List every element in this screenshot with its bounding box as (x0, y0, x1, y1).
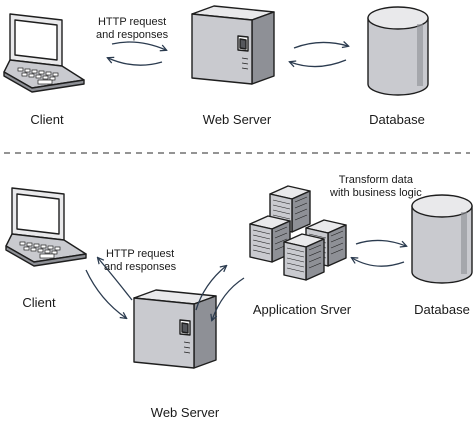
transform-note: Transform data with business logic (330, 174, 422, 199)
request-arrow-2 (85, 269, 126, 318)
database-icon (368, 7, 428, 95)
app-request-arrow (195, 266, 226, 311)
request-arrow (111, 41, 166, 50)
db-response-arrow (290, 59, 347, 67)
database-label: Database (369, 112, 425, 127)
app-db-response-arrow (352, 258, 405, 267)
web-server-label: Web Server (202, 112, 272, 127)
client-laptop-icon-2 (5, 187, 87, 267)
db-request-arrow (293, 42, 348, 49)
web-server-label-2: Web Server (150, 405, 220, 420)
web-server-icon-2 (133, 289, 217, 369)
app-response-arrow (212, 277, 245, 320)
client-label: Client (30, 112, 64, 127)
client-laptop-icon (3, 13, 85, 93)
application-server-icon (249, 185, 347, 281)
database-icon-2 (412, 195, 472, 283)
application-server-label: Application Srver (252, 302, 352, 317)
client-label-2: Client (22, 295, 56, 310)
app-db-request-arrow (355, 239, 406, 246)
http-note-bottom: HTTP request and responses (104, 248, 177, 273)
response-arrow (108, 58, 163, 66)
web-server-icon (191, 5, 275, 85)
http-note-top: HTTP request and responses (96, 16, 169, 41)
database-label-2: Database (414, 302, 470, 317)
response-arrow-2 (98, 258, 133, 301)
